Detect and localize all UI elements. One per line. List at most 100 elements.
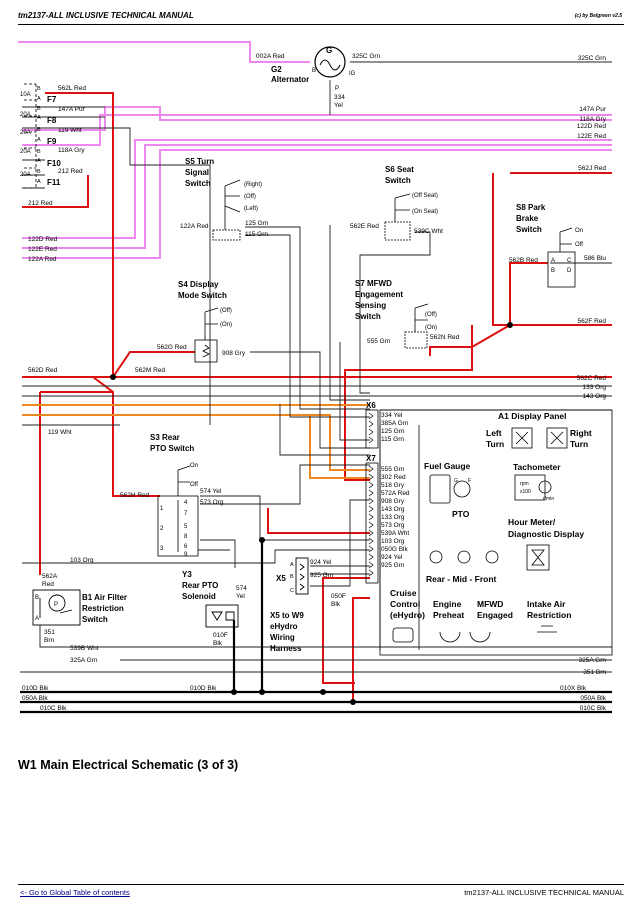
b1-title: B1 Air Filter (82, 593, 127, 602)
s3-title: S3 Rear (150, 433, 180, 442)
wire-label-top-14: 212 Red (28, 200, 53, 207)
y3-ref: Y3 (182, 570, 192, 579)
s8-term-b: B (551, 268, 555, 274)
x7-pin-label-9: 103 Org (381, 538, 405, 545)
fuse-f7-term-a: A (37, 96, 41, 102)
wire-label-bottom-8: 924 Yel (310, 559, 332, 566)
x7-pin-label-10: 050G Blk (381, 546, 408, 553)
fuse-f11-rating: 20A (20, 172, 31, 178)
toc-link[interactable]: <- Go to Global Table of contents (20, 888, 130, 897)
wire-label-top-4: Yel (334, 102, 343, 109)
wire-label-bottom-18: 325A Grn (579, 657, 607, 664)
wire-label-bottom-26: 010C Blk (580, 705, 607, 712)
wire-label-top-32: 562M Red (135, 367, 165, 374)
display-panel-title: A1 Display Panel (498, 411, 567, 421)
manual-header-title: tm2137-ALL INCLUSIVE TECHNICAL MANUAL (18, 11, 194, 20)
s4-title: S4 Display (178, 280, 219, 289)
pink-wires (18, 41, 612, 259)
wire-label-bottom-7: Yel (236, 593, 245, 600)
x7-pin-label-7: 573 Org (381, 522, 405, 529)
wire-label-bottom-3: 103 Org (70, 557, 94, 564)
wire-label-top-36: 119 Wht (48, 429, 72, 436)
s8-term-a: A (551, 258, 555, 264)
x5-title: X5 to W9 (270, 611, 304, 620)
header-rule (18, 24, 624, 25)
s7-title-2: Engagement (355, 290, 403, 299)
s3-pin-4: 4 (184, 500, 188, 506)
wire-label-bottom-13: Blk (213, 640, 223, 647)
x5-title-4: Harness (270, 644, 302, 653)
s7-title: S7 MFWD (355, 279, 392, 288)
x6-pin-label-3: 115 Grn (381, 436, 404, 443)
s6-pos-off: (Off Seat) (412, 193, 438, 199)
g2-term-p: P (335, 86, 339, 92)
left-turn-label: Left (486, 428, 502, 438)
ground-bus (20, 540, 612, 714)
wire-label-top-10: 122E Red (577, 133, 606, 140)
cruise-label: Cruise (390, 588, 417, 598)
cruise-label-2: Control (390, 599, 420, 609)
s8-term-c: C (567, 258, 572, 264)
wire-label-top-30: 562N Red (430, 334, 460, 341)
right-turn-label-2: Turn (570, 439, 588, 449)
wire-label-top-3: 334 (334, 94, 345, 101)
s5-pos-off: (Off) (244, 194, 256, 200)
wire-label-bottom-2: 573 Org (200, 499, 224, 506)
b1-title-2: Restriction (82, 604, 124, 613)
y3-title-2: Solenoid (182, 592, 216, 601)
x7-pin-label-5: 143 Org (381, 506, 405, 513)
footer-title: tm2137-ALL INCLUSIVE TECHNICAL MANUAL (464, 888, 624, 897)
x5-pin-c: C (290, 588, 294, 594)
wire-label-top-34: 133 Org (583, 384, 607, 391)
x6-pin-label-1: 385A Grn (381, 420, 409, 427)
mfwd-engaged-label: MFWD (477, 599, 503, 609)
wire-label-top-12: 118A Gry (58, 147, 85, 154)
tach-rmin: r/min (543, 496, 554, 502)
wire-label-top-15: 562J Red (578, 165, 606, 172)
x6-x7-connector-symbols (365, 409, 379, 584)
wire-label-top-25: 122A Red (28, 256, 57, 263)
s5-pos-right: (Right) (244, 182, 262, 188)
s3-pin-1: 1 (160, 506, 164, 512)
fuse-f7-label: F7 (47, 95, 57, 104)
wire-label-top-16: 122A Red (180, 223, 209, 230)
figure-caption: W1 Main Electrical Schematic (3 of 3) (18, 758, 239, 772)
wire-label-top-19: 562E Red (350, 223, 379, 230)
black-wires (20, 61, 612, 673)
s7-pos-off: (Off) (425, 312, 437, 318)
s4-switch-symbol (194, 307, 219, 363)
wire-label-top-35: 143 Org (583, 393, 607, 400)
wire-label-bottom-14: 351 (44, 629, 55, 636)
s7-title-4: Switch (355, 312, 381, 321)
fuel-gauge-label: Fuel Gauge (424, 461, 471, 471)
wire-label-top-27: 562G Red (157, 344, 187, 351)
s8-pos-off: Off (575, 242, 583, 248)
fuse-f11-term-a: A (37, 179, 41, 185)
wire-label-top-5: 562L Red (58, 85, 86, 92)
fuse-f8-label: F8 (47, 116, 57, 125)
fuel-gauge-g: G (454, 478, 458, 484)
g2-term-ig: IG (349, 71, 356, 77)
footer-rule (18, 884, 624, 885)
wire-label-top-31: 562D Red (28, 367, 58, 374)
x7-pin-label-11: 924 Yel (381, 554, 403, 561)
x7-pin-label-6: 133 Org (381, 514, 405, 521)
wire-label-bottom-11: Blk (331, 601, 341, 608)
b1-switch-symbol (32, 589, 81, 626)
alternator-wave-icon (319, 59, 341, 71)
junction-dots (110, 322, 513, 705)
fuse-f9-term-b: B (37, 127, 41, 133)
wire-label-top-8: 118A Gry (579, 116, 606, 123)
s4-title-2: Mode Switch (178, 291, 227, 300)
x7-pin-label-0: 555 Grn (381, 466, 405, 473)
wire-label-bottom-21: 010D Blk (190, 685, 217, 692)
wire-label-bottom-4: 562A (42, 573, 58, 580)
wire-label-bottom-5: Red (42, 581, 54, 588)
fuse-f7-rating: 10A (20, 92, 31, 98)
x7-pin-label-3: 572A Red (381, 490, 410, 497)
x6-pin-label-0: 334 Yel (381, 412, 403, 419)
b1-term-a: A (35, 616, 39, 622)
s3-title-2: PTO Switch (150, 444, 194, 453)
fuse-block (24, 83, 37, 189)
wire-label-top-0: 002A Red (256, 53, 285, 60)
